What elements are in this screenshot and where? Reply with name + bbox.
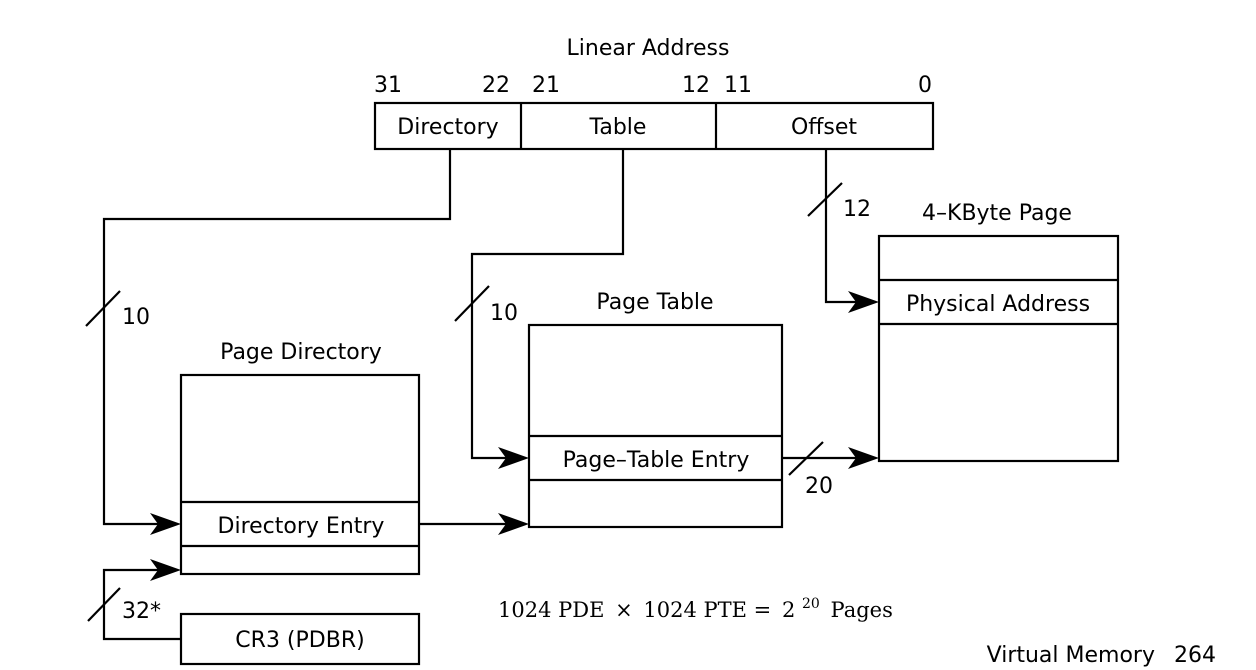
cr3-label: CR3 (PDBR) bbox=[235, 628, 364, 653]
field-offset: Offset bbox=[791, 115, 857, 140]
width-label-offset: 12 bbox=[843, 197, 871, 222]
field-table: Table bbox=[589, 115, 647, 140]
arrowhead-page bbox=[848, 447, 879, 469]
formula-base: 2 bbox=[782, 598, 795, 622]
width-slash-directory bbox=[85, 290, 121, 327]
width-slash-cr3 bbox=[87, 587, 121, 622]
cr3-box bbox=[179, 612, 421, 666]
arrowhead-physical-address bbox=[848, 291, 879, 313]
bit-12: 12 bbox=[682, 73, 710, 98]
arrowhead-directory-entry bbox=[150, 513, 181, 535]
arrowhead-page-table bbox=[498, 513, 529, 535]
page-directory-box bbox=[179, 373, 421, 576]
formula-pde: 1024 PDE bbox=[498, 598, 604, 622]
width-slash-page-frame bbox=[788, 441, 824, 476]
width-label-page-frame: 20 bbox=[805, 474, 833, 499]
page-directory-title: Page Directory bbox=[220, 340, 382, 365]
arrowhead-page-directory bbox=[150, 559, 181, 581]
bit-11: 11 bbox=[724, 73, 752, 98]
physical-address-entry: Physical Address bbox=[906, 292, 1090, 317]
page-table-title: Page Table bbox=[596, 290, 713, 315]
page-title: 4–KByte Page bbox=[922, 201, 1072, 226]
formula-pte: 1024 PTE = bbox=[643, 598, 771, 622]
formula-times: × bbox=[615, 598, 633, 622]
bit-22: 22 bbox=[482, 73, 510, 98]
bit-31: 31 bbox=[374, 73, 402, 98]
width-slash-table bbox=[454, 285, 490, 322]
bit-21: 21 bbox=[532, 73, 560, 98]
page-table-box bbox=[527, 323, 784, 529]
linear-address-title: Linear Address bbox=[567, 36, 730, 61]
table-index-line bbox=[470, 149, 625, 460]
page-box bbox=[877, 234, 1120, 463]
offset-line bbox=[824, 149, 858, 304]
arrowhead-page-table-entry bbox=[498, 447, 529, 469]
width-label-cr3: 32* bbox=[122, 599, 161, 624]
directory-index-line bbox=[102, 149, 452, 526]
formula-pages: Pages bbox=[831, 598, 893, 622]
formula: 1024 PDE × 1024 PTE = 2 20 Pages bbox=[498, 589, 893, 622]
linear-address-box bbox=[373, 101, 935, 151]
directory-entry: Directory Entry bbox=[218, 514, 385, 539]
width-label-directory: 10 bbox=[122, 305, 150, 330]
width-label-table: 10 bbox=[490, 301, 518, 326]
footer-page-number: 264 bbox=[1174, 643, 1216, 668]
footer-section: Virtual Memory bbox=[987, 643, 1155, 668]
bit-0: 0 bbox=[918, 73, 932, 98]
formula-exponent: 20 bbox=[802, 596, 820, 612]
page-table-entry: Page–Table Entry bbox=[563, 448, 750, 473]
field-directory: Directory bbox=[397, 115, 498, 140]
width-slash-offset bbox=[807, 182, 843, 217]
